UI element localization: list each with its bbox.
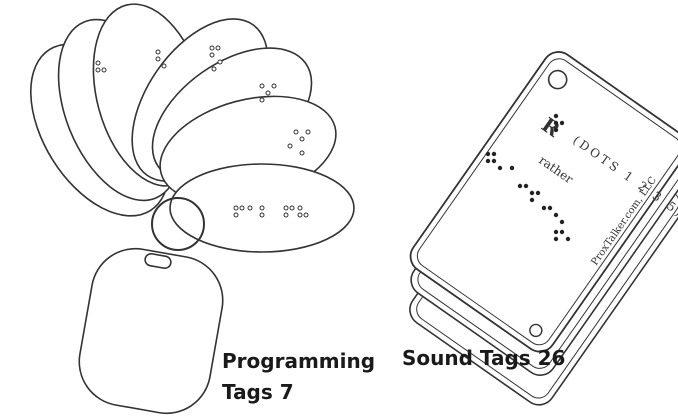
key-ring xyxy=(151,197,205,251)
sound-tags-caption: Sound Tags 26 xyxy=(402,346,566,370)
dog-tag xyxy=(78,247,224,415)
programming-braille xyxy=(95,45,311,218)
dog-tag-hole xyxy=(144,252,172,270)
card-hole xyxy=(547,69,568,90)
programming-tags-caption-line1: Programming xyxy=(222,349,376,373)
programming-tags-caption-line2: Tags 7 xyxy=(222,380,294,404)
sound-tag-braille xyxy=(485,113,571,242)
